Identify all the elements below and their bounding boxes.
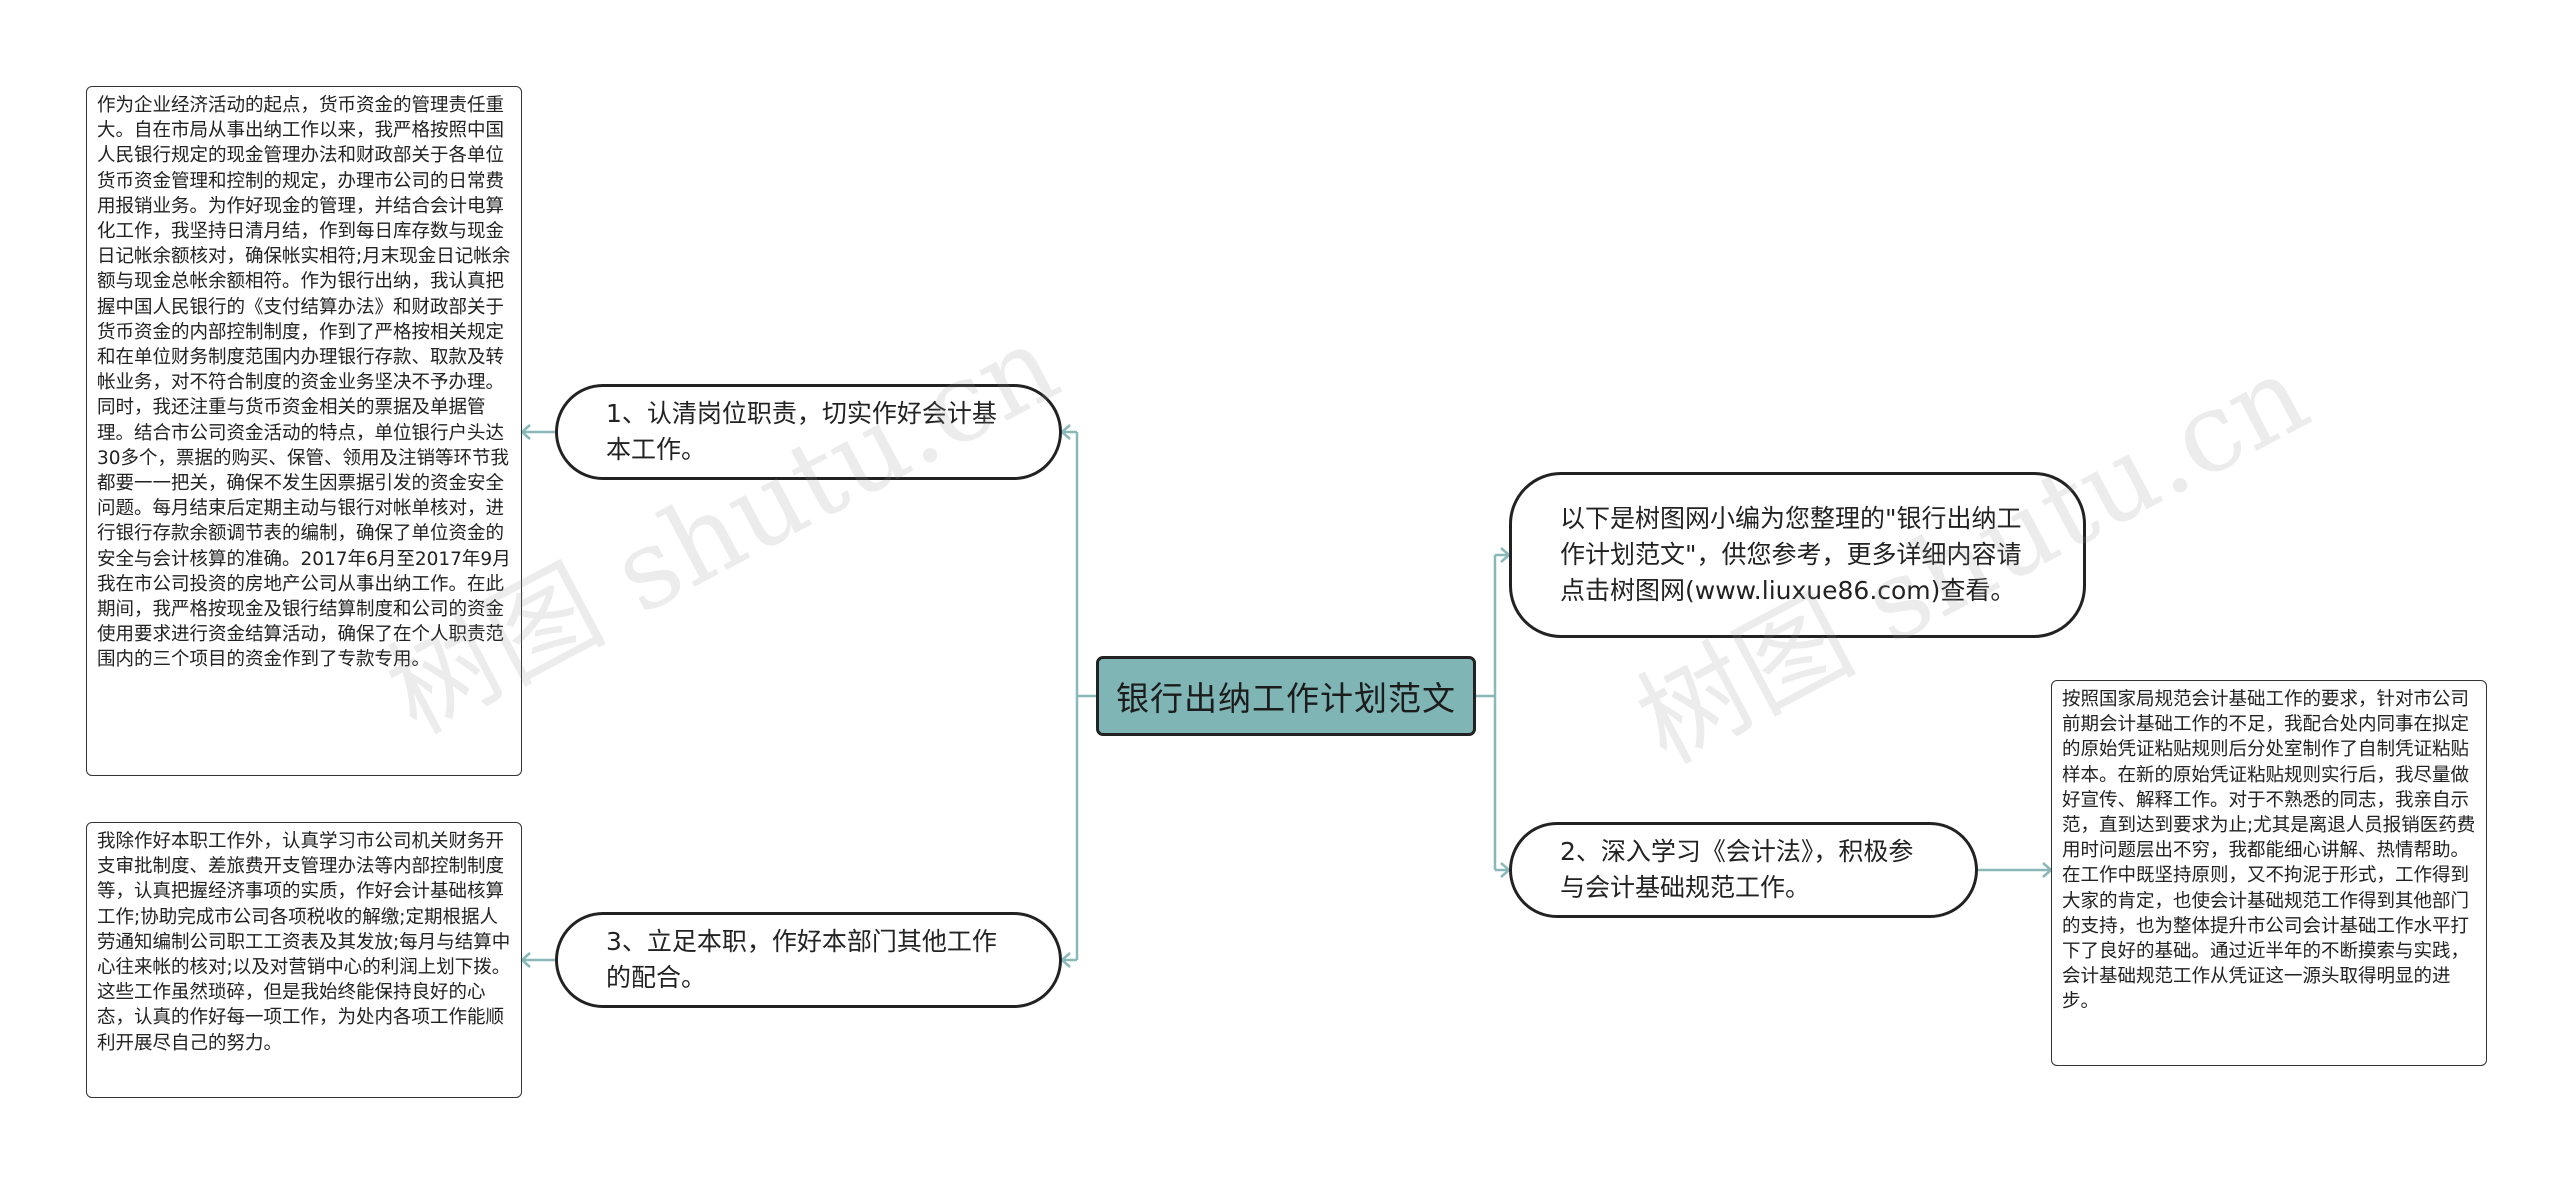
leaf-node-2[interactable]: 按照国家局规范会计基础工作的要求，针对市公司前期会计基础工作的不足，我配合处内同… — [2051, 680, 2487, 1066]
intro-node[interactable]: 以下是树图网小编为您整理的"银行出纳工作计划范文"，供您参考，更多详细内容请点击… — [1509, 472, 2086, 638]
branch-node-1[interactable]: 1、认清岗位职责，切实作好会计基本工作。 — [555, 384, 1062, 480]
leaf-node-1[interactable]: 作为企业经济活动的起点，货币资金的管理责任重大。自在市局从事出纳工作以来，我严格… — [86, 86, 522, 776]
branch-node-2[interactable]: 2、深入学习《会计法》，积极参与会计基础规范工作。 — [1509, 822, 1978, 918]
leaf-node-3[interactable]: 我除作好本职工作外，认真学习市公司机关财务开支审批制度、差旅费开支管理办法等内部… — [86, 822, 522, 1098]
leaf-text-1: 作为企业经济活动的起点，货币资金的管理责任重大。自在市局从事出纳工作以来，我严格… — [97, 95, 511, 671]
branch-label-1: 1、认清岗位职责，切实作好会计基本工作。 — [606, 399, 997, 464]
branch-label-3: 3、立足本职，作好本部门其他工作的配合。 — [606, 927, 997, 992]
root-label: 银行出纳工作计划范文 — [1116, 679, 1456, 718]
leaf-text-2: 按照国家局规范会计基础工作的要求，针对市公司前期会计基础工作的不足，我配合处内同… — [2062, 689, 2476, 1013]
arrowhead-b3 — [1060, 952, 1071, 968]
root-node[interactable]: 银行出纳工作计划范文 — [1096, 656, 1476, 736]
arrowhead-leaf3 — [520, 952, 531, 968]
intro-label: 以下是树图网小编为您整理的"银行出纳工作计划范文"，供您参考，更多详细内容请点击… — [1560, 504, 2022, 605]
branch-label-2: 2、深入学习《会计法》，积极参与会计基础规范工作。 — [1560, 837, 1914, 902]
arrowhead-b1 — [1060, 424, 1071, 440]
leaf-text-3: 我除作好本职工作外，认真学习市公司机关财务开支审批制度、差旅费开支管理办法等内部… — [97, 831, 511, 1054]
branch-node-3[interactable]: 3、立足本职，作好本部门其他工作的配合。 — [555, 912, 1062, 1008]
arrowhead-leaf1 — [520, 424, 531, 440]
